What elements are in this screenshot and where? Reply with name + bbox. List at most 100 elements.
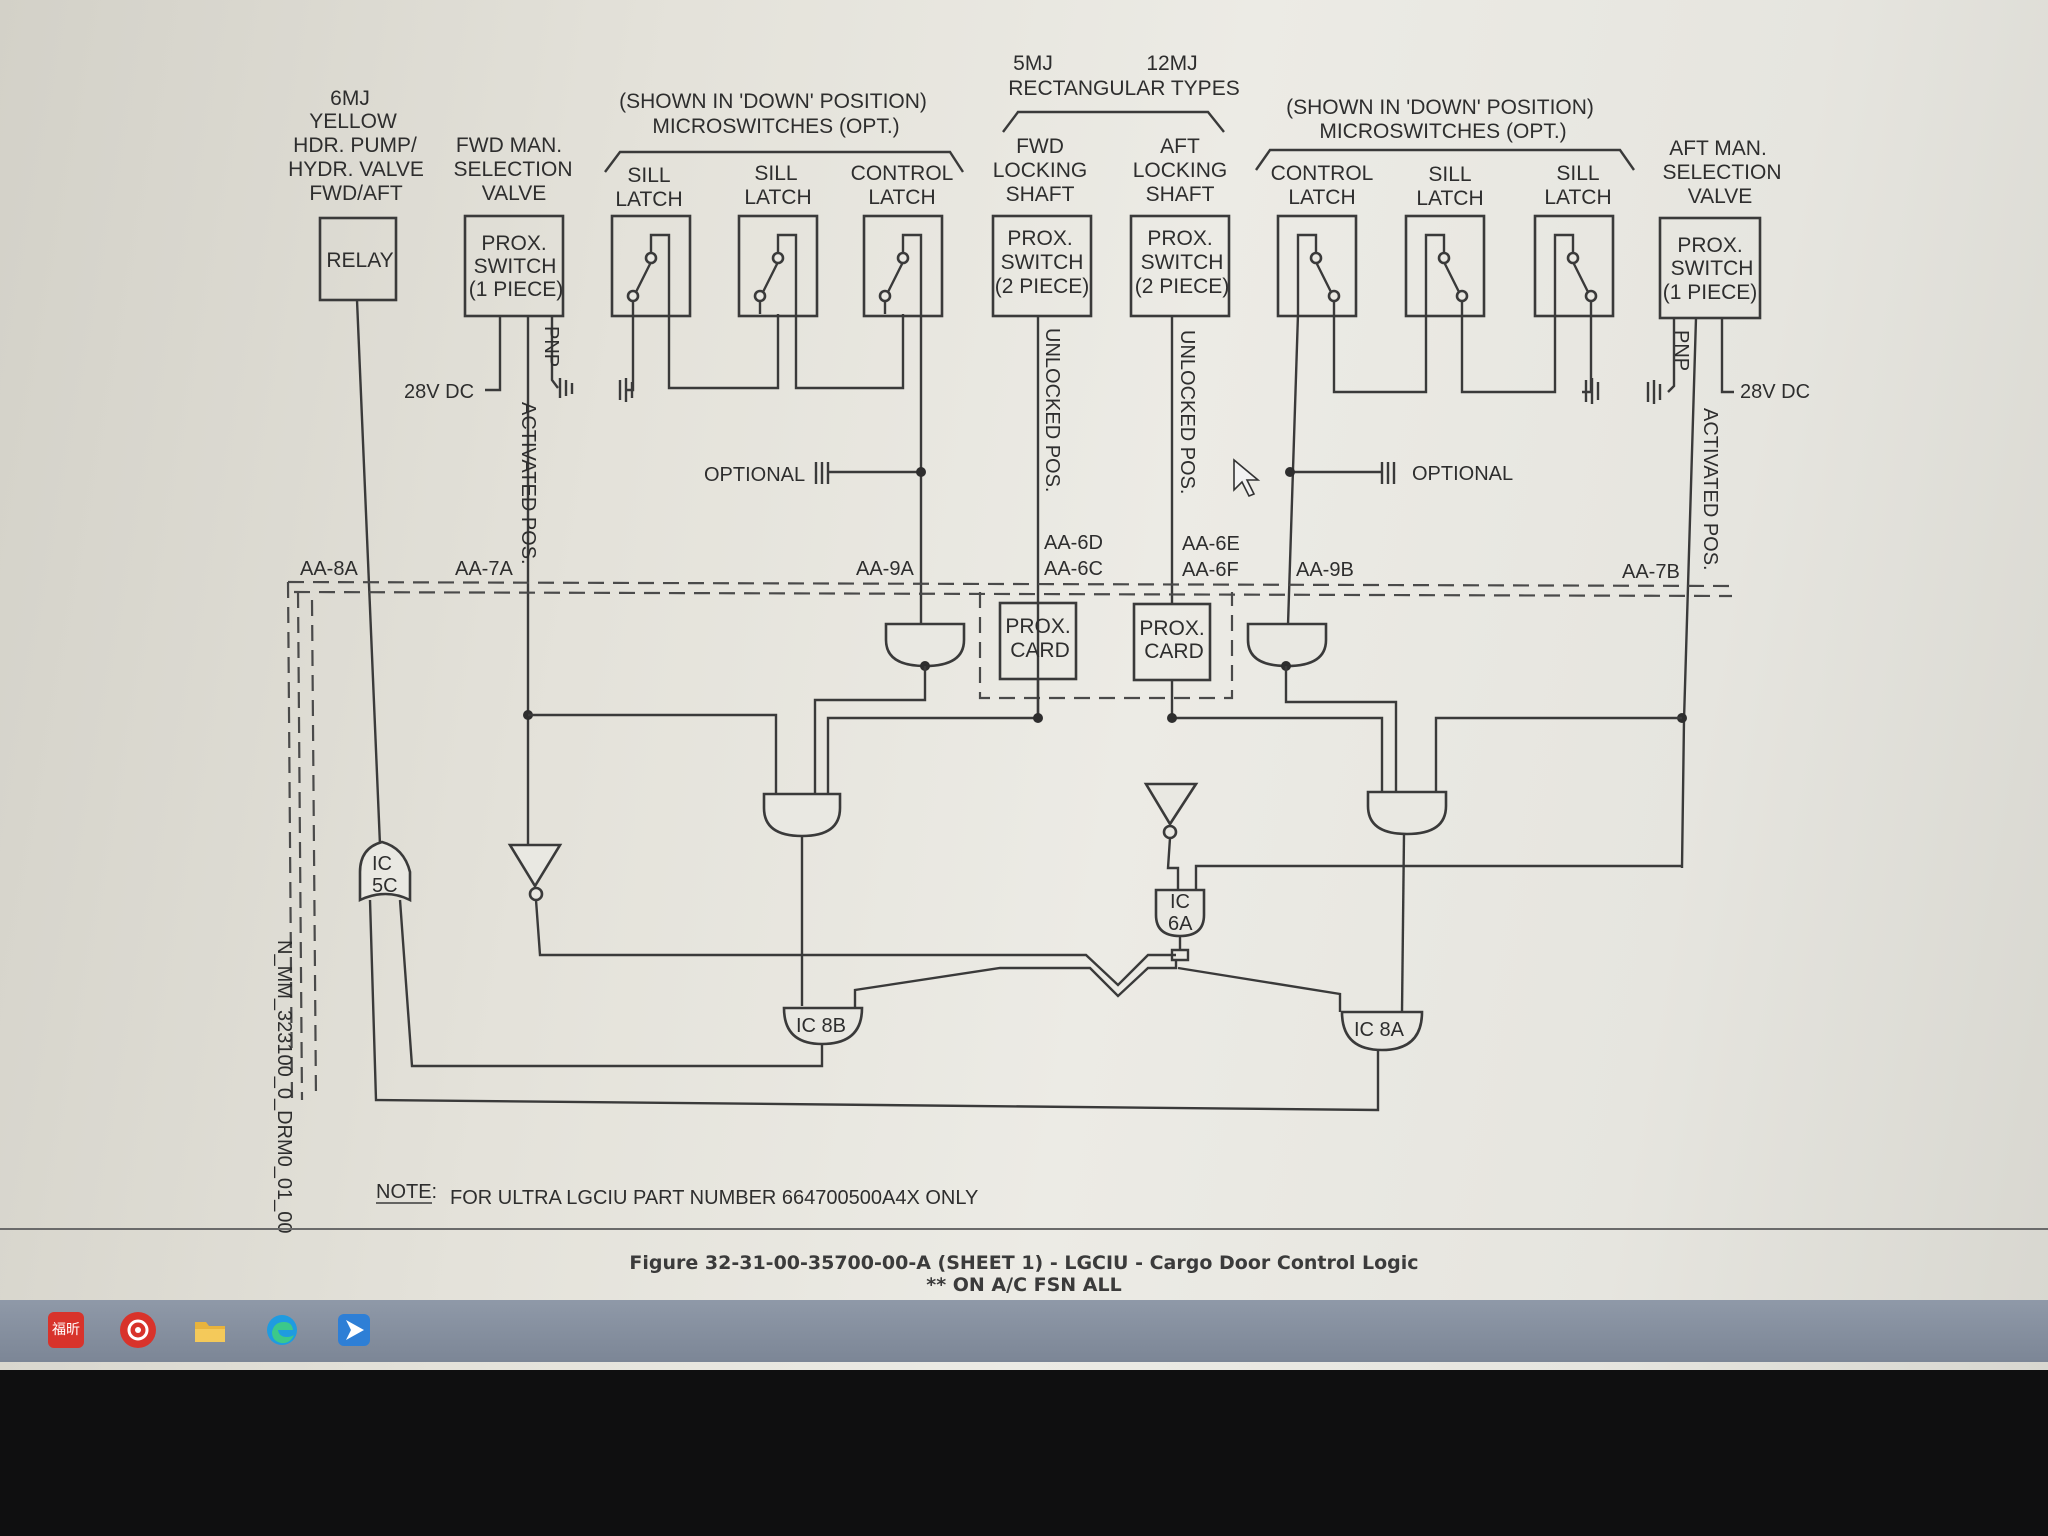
- svg-text:CARD: CARD: [1010, 639, 1070, 662]
- microswitch-sill-3: [1404, 214, 1486, 318]
- sill-latch-header-3: SILL LATCH: [1416, 163, 1483, 210]
- svg-text:SWITCH: SWITCH: [1671, 257, 1754, 280]
- drawing-id: N_MM_323100_0_DRM0_01_00: [273, 940, 295, 1234]
- microswitch-control-left: [862, 214, 944, 318]
- ic-5c-gate: [358, 840, 412, 903]
- svg-text:CONTROL: CONTROL: [851, 162, 954, 185]
- svg-text:PROX.: PROX.: [1005, 615, 1070, 638]
- ic-8a-gate: [1340, 1010, 1424, 1052]
- svg-text:LOCKING: LOCKING: [1133, 159, 1228, 182]
- aft-activated-pos-label: ACTIVATED POS.: [1699, 408, 1721, 571]
- netease-music-icon[interactable]: [120, 1312, 156, 1348]
- control-latch-header-right: CONTROL LATCH: [1271, 162, 1374, 209]
- svg-text:SHAFT: SHAFT: [1146, 183, 1215, 206]
- relay-label: RELAY: [326, 249, 393, 272]
- svg-text:LOCKING: LOCKING: [993, 159, 1088, 182]
- ic-8b-label: IC 8B: [796, 1015, 846, 1037]
- fwd-locking-prox-switch-box: [991, 214, 1093, 318]
- figure-caption: Figure 32-31-00-35700-00-A (SHEET 1) - L…: [0, 1252, 2048, 1296]
- fwd-activated-pos-label: ACTIVATED POS.: [517, 402, 539, 565]
- svg-text:SWITCH: SWITCH: [474, 255, 557, 278]
- svg-text:FWD/AFT: FWD/AFT: [309, 182, 402, 205]
- fwd-28v-label: 28V DC: [404, 381, 474, 403]
- connector-aa-6f: AA-6F: [1182, 559, 1239, 581]
- svg-text:PROX.: PROX.: [1677, 234, 1742, 257]
- file-explorer-icon[interactable]: [192, 1312, 228, 1348]
- svg-text:AFT MAN.: AFT MAN.: [1669, 137, 1767, 160]
- lgciu-boundary: [286, 580, 1733, 1101]
- svg-text:VALVE: VALVE: [1688, 185, 1753, 208]
- sill-latch-header-4: SILL LATCH: [1544, 162, 1611, 209]
- connector-aa-6c: AA-6C: [1044, 558, 1103, 580]
- connector-aa-7b: AA-7B: [1622, 561, 1680, 583]
- reader-badge: 福昕: [52, 1322, 80, 1338]
- aft-28v-label: 28V DC: [1740, 381, 1810, 403]
- sill-latch-header-1: SILL LATCH: [615, 164, 682, 211]
- svg-text:SELECTION: SELECTION: [1662, 161, 1781, 184]
- svg-text:SILL: SILL: [627, 164, 670, 187]
- rect-types-header: 5MJ 12MJ RECTANGULAR TYPES: [1008, 52, 1239, 100]
- svg-text:SILL: SILL: [1428, 163, 1471, 186]
- svg-text:(1 PIECE): (1 PIECE): [469, 278, 564, 301]
- aft-pnp-label: PNP: [1670, 330, 1692, 371]
- edge-browser-icon[interactable]: [264, 1312, 300, 1348]
- cargo-door-logic-diagram: 6MJ YELLOW HDR. PUMP/ HYDR. VALVE FWD/AF…: [273, 52, 1810, 1234]
- svg-text:6A: 6A: [1168, 913, 1193, 935]
- fwd-prox-switch-box: [463, 214, 565, 318]
- note-label: NOTE:: [376, 1181, 437, 1203]
- fwd-locking-header: FWD LOCKING SHAFT: [993, 135, 1088, 206]
- svg-text:SWITCH: SWITCH: [1001, 251, 1084, 274]
- aft-locking-prox-label: PROX. SWITCH (2 PIECE): [1135, 227, 1230, 298]
- svg-text:RECTANGULAR TYPES: RECTANGULAR TYPES: [1008, 77, 1239, 100]
- svg-text:6MJ: 6MJ: [330, 87, 370, 110]
- svg-text:FWD MAN.: FWD MAN.: [456, 134, 562, 157]
- inverter-left: [507, 843, 563, 889]
- svg-text:5MJ: 5MJ: [1013, 52, 1053, 75]
- optional-right-label: OPTIONAL: [1412, 463, 1513, 485]
- svg-text:12MJ: 12MJ: [1146, 52, 1197, 75]
- and-gate-left-top: [884, 622, 966, 668]
- svg-text:FWD: FWD: [1016, 135, 1064, 158]
- svg-text:(1 PIECE): (1 PIECE): [1663, 281, 1758, 304]
- svg-text:SHAFT: SHAFT: [1006, 183, 1075, 206]
- svg-text:LATCH: LATCH: [615, 188, 682, 211]
- svg-text:LATCH: LATCH: [744, 186, 811, 209]
- taskbar: 福昕: [0, 1300, 2048, 1362]
- svg-text:PROX.: PROX.: [1147, 227, 1212, 250]
- inverter-aft: [1143, 782, 1199, 827]
- mouse-cursor-icon: [1233, 458, 1261, 498]
- aft-prox-switch-label: PROX. SWITCH (1 PIECE): [1663, 234, 1758, 304]
- svg-text:IC: IC: [372, 853, 392, 875]
- svg-text:SILL: SILL: [754, 162, 797, 185]
- svg-text:LATCH: LATCH: [1544, 186, 1611, 209]
- caption-line-2: ** ON A/C FSN ALL: [926, 1274, 1122, 1296]
- shown-down-right-header: (SHOWN IN 'DOWN' POSITION) MICROSWITCHES…: [1286, 96, 1594, 143]
- microswitch-sill-1: [610, 214, 692, 318]
- connector-aa-6d: AA-6D: [1044, 532, 1103, 554]
- svg-text:VALVE: VALVE: [482, 182, 547, 205]
- relay-header: 6MJ YELLOW HDR. PUMP/ HYDR. VALVE FWD/AF…: [288, 87, 424, 205]
- feishu-app-icon[interactable]: [336, 1312, 372, 1348]
- svg-text:LATCH: LATCH: [868, 186, 935, 209]
- connector-aa-9a: AA-9A: [856, 558, 914, 580]
- shown-down-left-header: (SHOWN IN 'DOWN' POSITION) MICROSWITCHES…: [619, 90, 927, 138]
- fwd-prox-switch-label: PROX. SWITCH (1 PIECE): [469, 232, 564, 301]
- aft-unlocked-pos-label: UNLOCKED POS.: [1176, 330, 1198, 494]
- microswitch-control-right: [1276, 214, 1358, 318]
- caption-divider: [0, 1228, 2048, 1230]
- fwd-unlocked-pos-label: UNLOCKED POS.: [1041, 328, 1063, 492]
- ic-8a-label: IC 8A: [1354, 1019, 1405, 1041]
- monitor-bezel: [0, 1370, 2048, 1536]
- svg-text:(2 PIECE): (2 PIECE): [995, 275, 1090, 298]
- svg-text:PROX.: PROX.: [481, 232, 546, 255]
- reader-app-icon[interactable]: 福昕: [48, 1312, 84, 1348]
- svg-text:MICROSWITCHES (OPT.): MICROSWITCHES (OPT.): [1319, 120, 1566, 143]
- fwd-locking-prox-label: PROX. SWITCH (2 PIECE): [995, 227, 1090, 298]
- note-text: FOR ULTRA LGCIU PART NUMBER 664700500A4X…: [450, 1187, 978, 1209]
- connector-aa-6e: AA-6E: [1182, 533, 1240, 555]
- svg-text:HDR. PUMP/: HDR. PUMP/: [293, 134, 417, 157]
- svg-text:(SHOWN IN 'DOWN' POSITION): (SHOWN IN 'DOWN' POSITION): [619, 90, 927, 113]
- svg-text:CARD: CARD: [1144, 640, 1204, 663]
- aft-man-header: AFT MAN. SELECTION VALVE: [1662, 137, 1781, 208]
- svg-text:5C: 5C: [372, 875, 398, 897]
